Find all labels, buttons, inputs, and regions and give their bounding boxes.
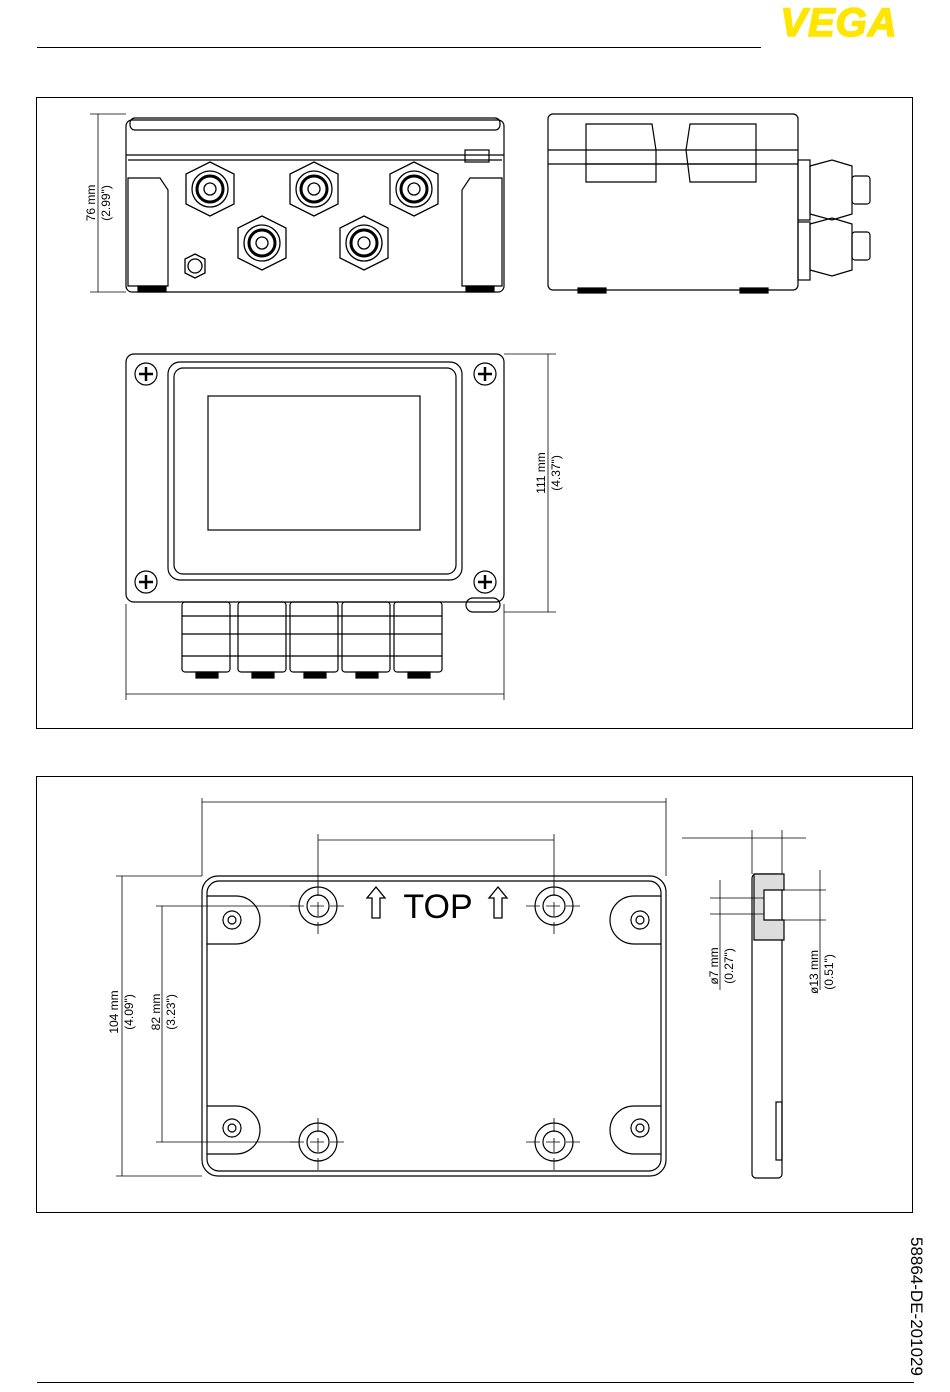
fig2-hole-dia-mm: ø7 mm (707, 947, 721, 984)
side-view (548, 114, 870, 293)
fig2-outer-height-mm: 104 mm (107, 990, 121, 1033)
fig1-depth-inch: (4.37") (549, 455, 563, 491)
plate-side-section (752, 874, 784, 1178)
front-view (126, 118, 504, 292)
fig2-counterbore-inch: (0.51") (822, 954, 836, 990)
footer-rule (37, 1382, 914, 1383)
fig2-hole-height-inch: (3.23") (164, 994, 178, 1030)
top-label: TOP (403, 888, 472, 926)
fig2-hole-dia-inch: (0.27") (722, 948, 736, 984)
vega-logo: VEGA (764, 2, 914, 42)
fig2-counterbore-mm: ø13 mm (807, 950, 821, 994)
figure-2-drawing: TOP 104 mm (4.09") 82 mm (3.23") ø7 mm (… (36, 776, 913, 1213)
figure-1-drawing: 76 mm (2.99") 111 mm (4.37") (36, 97, 913, 729)
top-view (126, 354, 504, 678)
fig2-outer-height-inch: (4.09") (122, 994, 136, 1030)
logo-text: VEGA (780, 2, 897, 42)
fig2-hole-height-mm: 82 mm (149, 994, 163, 1031)
fig1-height-inch: (2.99") (99, 185, 113, 221)
fig1-height-mm: 76 mm (84, 185, 98, 222)
fig1-depth-mm: 111 mm (534, 452, 548, 494)
document-number: 58864-DE-201029 (906, 1237, 926, 1376)
header-rule (37, 47, 761, 48)
